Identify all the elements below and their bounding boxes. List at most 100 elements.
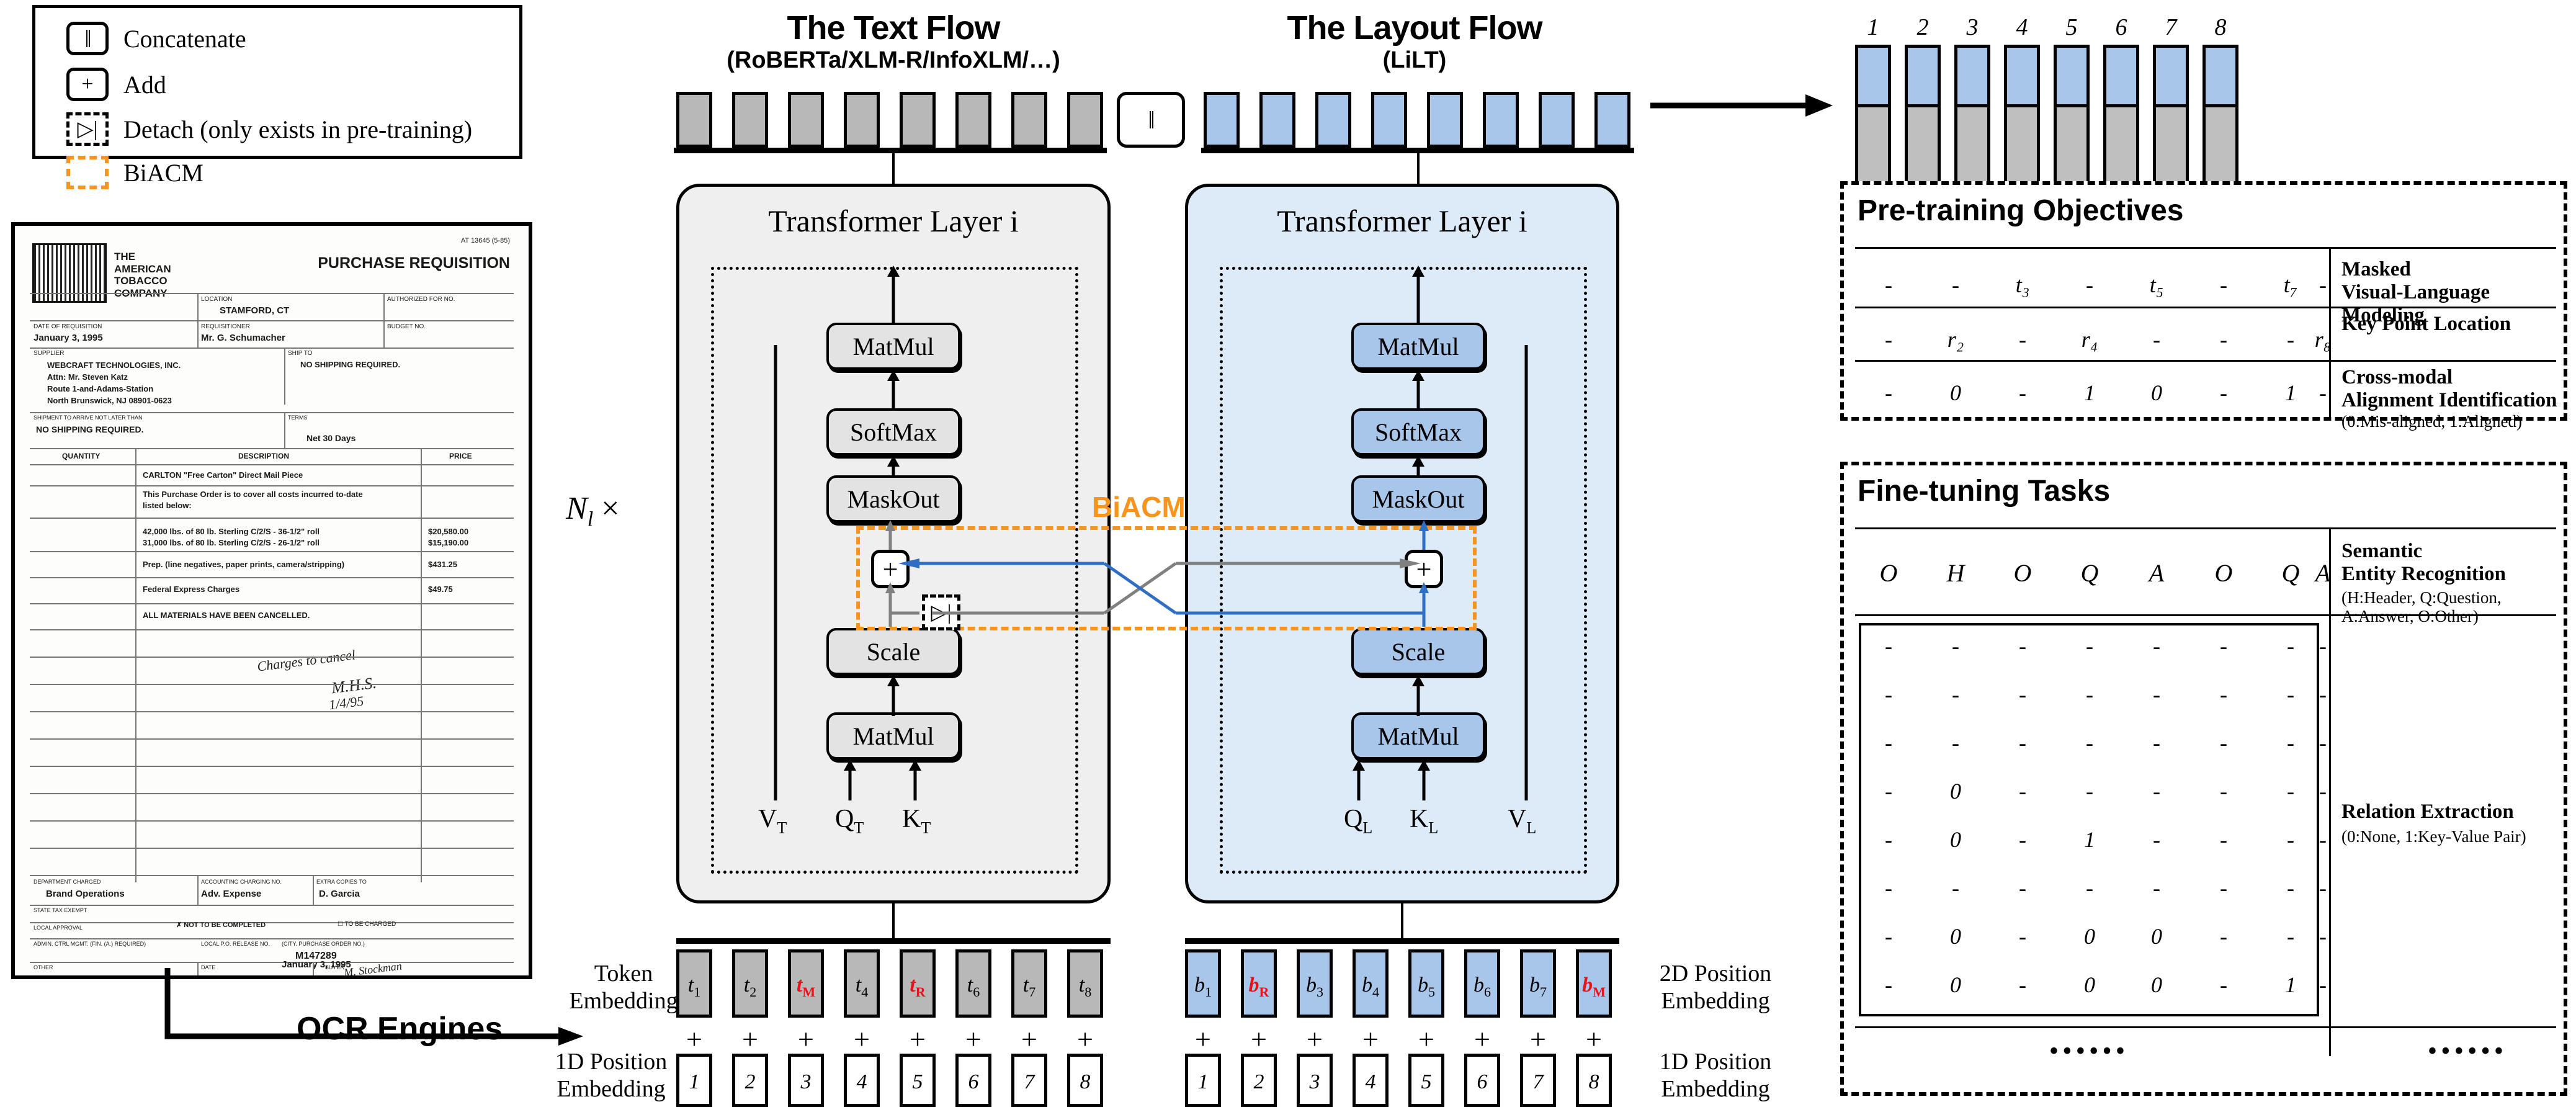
stack-top-segment [2206,48,2235,107]
doc-field-label: STATE TAX EXEMPT [34,907,87,913]
output-chip-layout [1539,92,1575,148]
doc-field-label: DATE [201,964,216,970]
text-embed-bar [676,938,1111,944]
doc-field-label: SHIP TO [288,350,313,357]
re-cell: - [1885,730,1892,755]
output-chip-text [955,92,991,148]
re-cell: - [1885,924,1892,949]
arrow [1412,675,1424,716]
layout-add-sign: + [1418,1023,1434,1055]
text-token-chip-label: tR [910,974,926,1000]
doc-terms: Net 30 Days [306,433,356,443]
text-position-chip: 1 [676,1054,712,1107]
ocr-arrow [164,968,583,1046]
re-cell: - [2319,634,2327,658]
concatenate-node: ‖ [1117,92,1185,148]
re-cell: - [1952,730,1959,755]
pretraining-cell: t₇ [2283,272,2298,297]
layout-position-chip-label: 7 [1532,1070,1544,1093]
re-cell: - [2287,634,2294,658]
text-flow-title: The Text Flow [787,9,1000,47]
legend-label-concatenate: Concatenate [123,24,246,53]
re-cell: - [2287,682,2294,707]
output-stack-bar [1954,45,1990,201]
legend-panel: ‖ Concatenate + Add ▷| Detach (only exis… [32,5,522,189]
re-cell: - [2019,972,2026,997]
detach-glyph: ▷| [77,118,98,141]
text-add-sign: + [1077,1023,1093,1055]
doc-field-label: BUYER [325,964,345,970]
re-cell: - [1952,634,1959,658]
re-cell: - [1885,972,1892,997]
output-stack-bar [2054,45,2090,201]
add-icon: + [66,68,109,101]
layout-position-chip-label: 6 [1477,1070,1488,1093]
layout-transformer-panel: Transformer Layer i [1185,184,1619,903]
re-cell: - [1952,682,1959,707]
text-add-sign: + [1021,1023,1037,1055]
biacm-wiring [885,520,1429,627]
output-stack-bar [1855,45,1891,201]
table-price: $431.25 [428,560,457,569]
text-token-chip-label: t8 [1078,974,1092,1000]
re-cell: 0 [1950,924,1961,949]
layout-op-maskout: MaskOut [1351,475,1485,522]
layout-position-chip: 7 [1520,1054,1556,1107]
doc-field-label: (CITY. PURCHASE ORDER NO.) [282,941,365,947]
output-arrow [1650,94,1833,117]
doc-field-label: LOCATION [201,296,233,303]
plus-glyph: + [1416,554,1432,585]
layout-token-chip: bM [1576,949,1612,1018]
layout-token-chip-label: b7 [1529,974,1547,1000]
text-token-chip-label: t2 [743,974,757,1000]
pretraining-cell: - [2220,272,2227,297]
table-price: $20,580.00$15,190.00 [428,527,469,547]
layout-token-chip: b4 [1353,949,1389,1018]
doc-title: PURCHASE REQUISITION [318,254,510,272]
re-cell: - [2319,876,2327,900]
re-cell: - [2319,730,2327,755]
pretraining-cell: 1 [2084,380,2095,405]
re-task-note: (0:None, 1:Key-Value Pair) [2341,827,2526,846]
layout-position-chip: 8 [1576,1054,1612,1107]
text-add-sign: + [686,1023,702,1055]
layout-token-chip: b3 [1297,949,1333,1018]
doc-field-label: LOCAL APPROVAL [34,925,83,931]
doc-field-value: Brand Operations [46,889,125,899]
text-position-chip: 8 [1067,1054,1103,1107]
output-chip-layout [1371,92,1407,148]
text-token-chip: t1 [676,949,712,1018]
layout-add-sign: + [1195,1023,1211,1055]
stack-top-segment [2057,48,2086,107]
biacm-region [856,526,1477,630]
text-token-chip-label: t6 [967,974,980,1000]
text-position-chip-label: 1 [689,1070,700,1093]
re-cell: - [2220,876,2227,900]
text-position-chip-label: 4 [856,1070,867,1093]
concatenate-icon: ‖ [66,22,109,55]
table-row: ALL MATERIALS HAVE BEEN CANCELLED. [143,611,310,620]
ser-cell: O [2013,559,2032,587]
re-cell: - [2086,779,2093,804]
doc-field-label: OTHER [34,964,53,970]
output-chip-layout [1427,92,1463,148]
re-cell: - [2287,730,2294,755]
layout-flow-title: The Layout Flow [1287,9,1543,47]
text-add-sign: + [742,1023,758,1055]
text-panel-title: Transformer Layer i [768,204,1019,238]
doc-field-label: DATE OF REQUISITION [34,323,102,330]
doc-field-label: DEPARTMENT CHARGED [34,879,101,885]
pretraining-cell: - [2220,380,2227,405]
re-cell: - [2153,682,2160,707]
legend-item-biacm: BiACM [66,156,203,189]
doc-field-value: NO SHIPPING REQUIRED. [36,424,144,434]
re-cell: - [2220,972,2227,997]
output-chip-layout [1483,92,1519,148]
legend-label-add: Add [123,70,166,99]
pretraining-title: Pre-training Objectives [1858,194,2184,227]
pretraining-cell: - [2019,380,2026,405]
re-cell: - [2153,876,2160,900]
